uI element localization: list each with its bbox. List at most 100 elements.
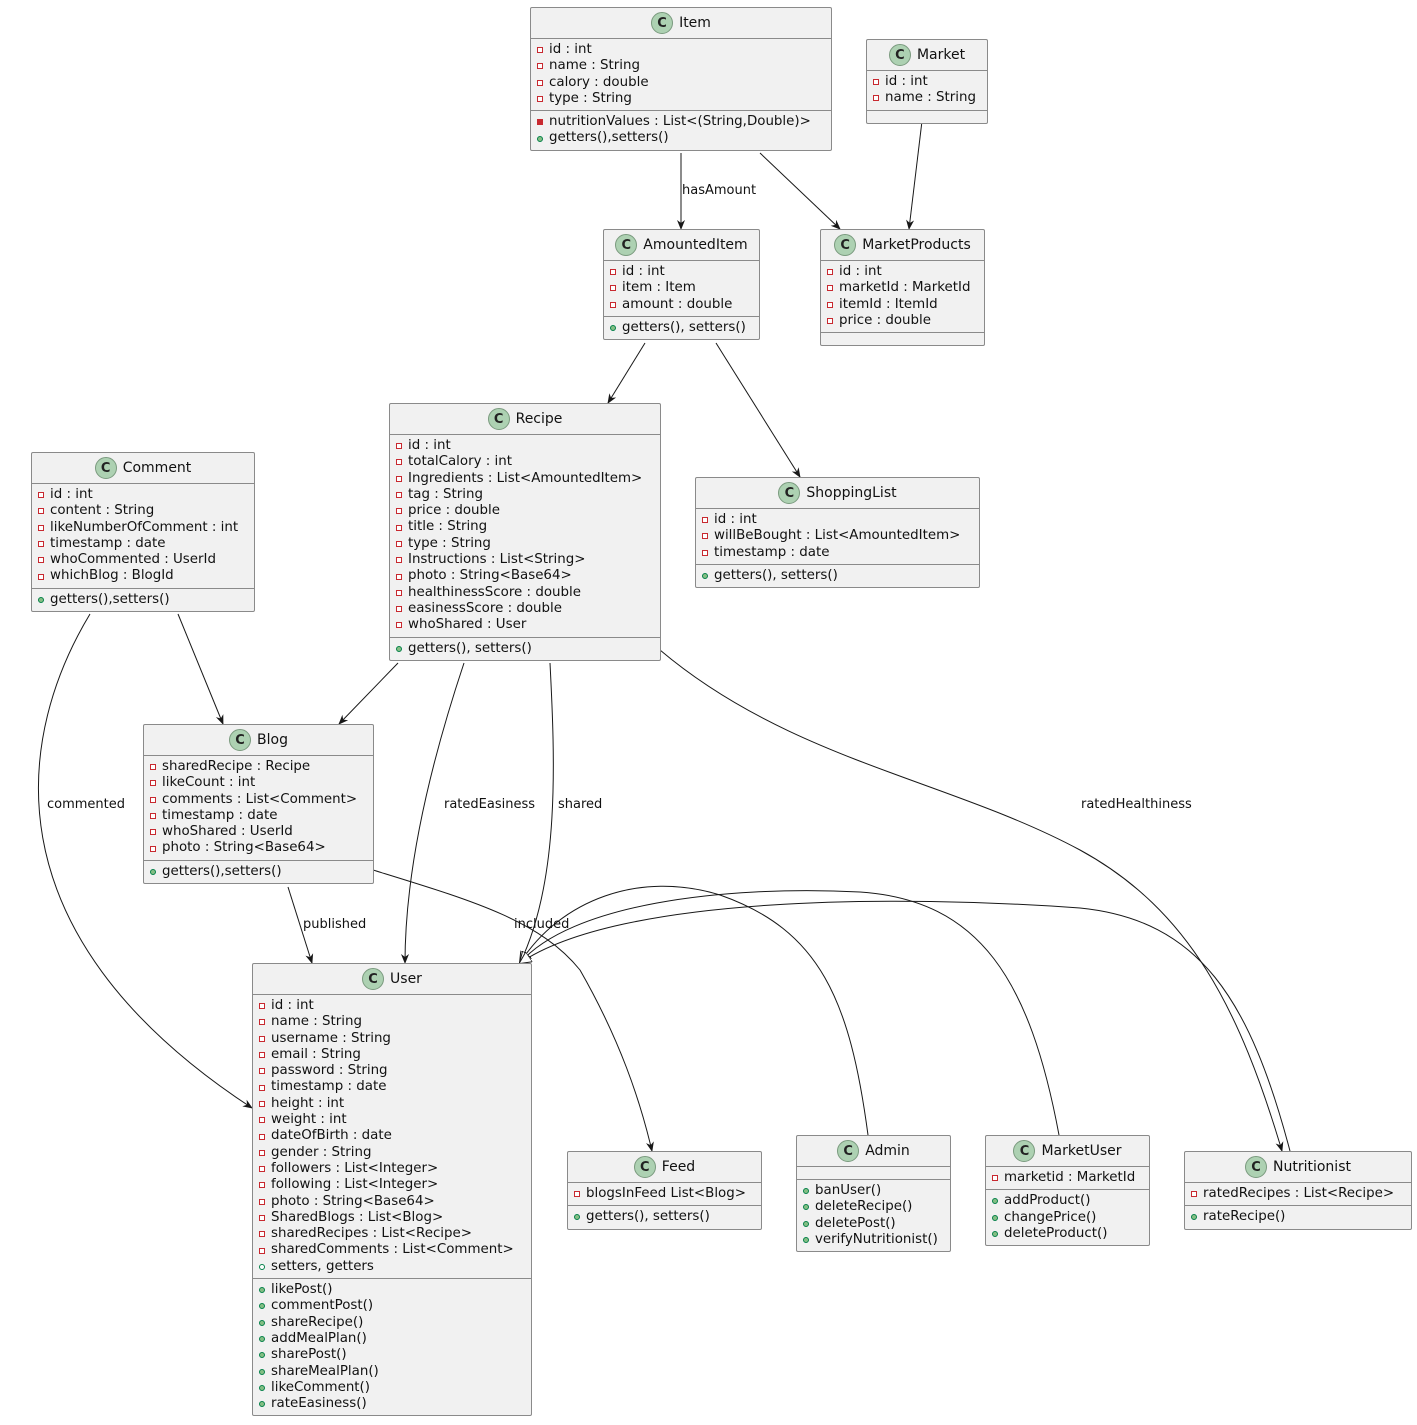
class-blog[interactable]: C Blog sharedRecipe : Recipe likeCount :… — [143, 724, 374, 885]
attribute-text: ratedRecipes : List<Recipe> — [1203, 1186, 1395, 1201]
edge-recipe-blog — [338, 662, 399, 725]
private-icon — [873, 95, 879, 102]
methods-section: likePost() commentPost() shareRecipe() a… — [253, 1279, 531, 1415]
attribute-text: photo : String<Base64> — [271, 1193, 435, 1209]
attribute-text: id : int — [622, 264, 665, 279]
attributes-section: id : int marketId : MarketId itemId : It… — [821, 261, 984, 334]
class-badge-icon: C — [615, 234, 638, 256]
method-text: likePost() — [271, 1282, 333, 1298]
method-row: addMealPlan() — [259, 1331, 525, 1347]
attribute-row: amount : double — [610, 297, 753, 313]
attribute-text: timestamp : date — [271, 1079, 387, 1095]
methods-section: rateRecipe() — [1185, 1206, 1411, 1228]
private-icon — [259, 1166, 265, 1173]
public-icon — [992, 1231, 998, 1238]
class-name: Recipe — [515, 411, 563, 427]
edge-label-commented: commented — [47, 797, 126, 812]
attributes-section: id : int content : String likeNumberOfCo… — [32, 484, 254, 589]
attribute-text: calory : double — [549, 74, 649, 90]
class-amounted-item[interactable]: C AmountedItem id : int item : Item amou… — [603, 229, 760, 341]
class-nutritionist[interactable]: C Nutritionist ratedRecipes : List<Recip… — [1184, 1151, 1412, 1230]
attribute-row: timestamp : date — [259, 1079, 525, 1095]
class-feed[interactable]: C Feed blogsInFeed List<Blog> getters(),… — [567, 1151, 762, 1230]
methods-section: getters(),setters() — [144, 861, 373, 883]
method-text: commentPost() — [271, 1298, 374, 1314]
class-header: C Blog — [144, 725, 373, 756]
public-icon — [992, 1214, 998, 1221]
method-text: getters(), setters() — [408, 640, 532, 656]
private-icon — [396, 540, 402, 547]
private-icon — [827, 269, 833, 276]
edge-nutritionist-user — [520, 900, 1291, 1152]
attribute-row: timestamp : date — [38, 536, 248, 552]
attribute-row: likeCount : int — [150, 775, 367, 791]
private-icon — [259, 1117, 265, 1124]
private-icon — [873, 79, 879, 86]
attribute-row: totalCalory : int — [396, 454, 654, 470]
attribute-row: id : int — [38, 487, 248, 503]
private-icon — [396, 443, 402, 450]
methods-section: getters(), setters() — [390, 638, 660, 660]
method-row: rateRecipe() — [1191, 1209, 1405, 1225]
attribute-row: Instructions : List<String> — [396, 552, 654, 568]
attribute-text: type : String — [408, 535, 491, 551]
attribute-text: name : String — [885, 90, 976, 106]
attributes-section: id : int item : Item amount : double — [604, 261, 759, 317]
attribute-row: id : int — [396, 438, 654, 454]
class-comment[interactable]: C Comment id : int content : String like… — [31, 452, 255, 613]
class-badge-icon: C — [487, 408, 510, 430]
class-item[interactable]: C Item id : int name : String calory : d… — [530, 7, 832, 151]
class-recipe[interactable]: C Recipe id : int totalCalory : int Ingr… — [389, 403, 661, 661]
method-text: deletePost() — [815, 1215, 896, 1231]
attributes-section — [797, 1167, 950, 1180]
class-market[interactable]: C Market id : int name : String — [866, 39, 988, 124]
attribute-row: calory : double — [537, 75, 825, 91]
method-text: sharePost() — [271, 1347, 347, 1363]
attribute-text: marketId : MarketId — [839, 280, 971, 296]
class-shopping-list[interactable]: C ShoppingList id : int willBeBought : L… — [695, 477, 980, 589]
class-name: Comment — [122, 460, 192, 476]
attribute-text: sharedRecipes : List<Recipe> — [271, 1226, 472, 1242]
attribute-text: item : Item — [622, 280, 696, 296]
methods-section: getters(), setters() — [604, 317, 759, 339]
class-header: C MarketProducts — [821, 230, 984, 261]
attribute-text: name : String — [271, 1014, 362, 1030]
attribute-text: email : String — [271, 1046, 361, 1062]
attribute-text: timestamp : date — [50, 535, 166, 551]
method-row: sharePost() — [259, 1347, 525, 1363]
attribute-row: photo : String<Base64> — [396, 568, 654, 584]
attribute-text: willBeBought : List<AmountedItem> — [714, 528, 961, 544]
private-icon — [610, 301, 616, 308]
public-icon — [259, 1303, 265, 1310]
attribute-row: type : String — [537, 91, 825, 107]
attribute-text: followers : List<Integer> — [271, 1160, 439, 1176]
attribute-row: title : String — [396, 519, 654, 535]
private-icon — [702, 549, 708, 556]
class-name: MarketUser — [1041, 1143, 1122, 1159]
private-icon — [396, 524, 402, 531]
class-admin[interactable]: C Admin banUser() deleteRecipe() deleteP… — [796, 1135, 951, 1253]
attribute-text: whoShared : User — [408, 617, 527, 633]
attributes-section: id : int name : String username : String… — [253, 995, 531, 1280]
attribute-row: password : String — [259, 1063, 525, 1079]
attribute-text: content : String — [50, 503, 155, 519]
method-text: getters(), setters() — [714, 567, 838, 583]
method-text: rateEasiness() — [271, 1396, 367, 1412]
method-text: nutritionValues : List<(String,Double)> — [549, 114, 811, 130]
private-icon — [396, 557, 402, 564]
attribute-row: name : String — [259, 1014, 525, 1030]
class-market-user[interactable]: C MarketUser marketid : MarketId addProd… — [985, 1135, 1150, 1247]
attribute-row: id : int — [702, 512, 973, 528]
class-user[interactable]: C User id : int name : String username :… — [252, 963, 532, 1417]
private-icon — [259, 1133, 265, 1140]
method-row: shareRecipe() — [259, 1315, 525, 1331]
attribute-row: content : String — [38, 503, 248, 519]
class-name: Nutritionist — [1273, 1159, 1351, 1175]
attribute-text: healthinessScore : double — [408, 584, 581, 600]
private-icon — [38, 557, 44, 564]
method-row: deleteRecipe() — [803, 1199, 944, 1215]
class-market-products[interactable]: C MarketProducts id : int marketId : Mar… — [820, 229, 985, 347]
class-name: AmountedItem — [643, 237, 748, 253]
edge-blog-feed — [372, 869, 654, 1152]
method-text: rateRecipe() — [1203, 1209, 1286, 1225]
